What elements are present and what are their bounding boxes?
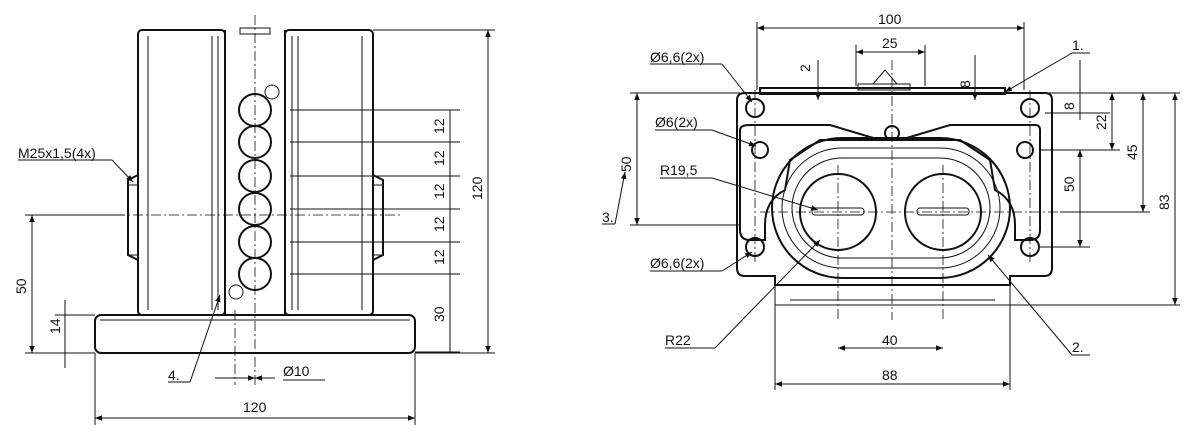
pitch-label-4: 12 — [431, 216, 447, 232]
pitch-label-3: 12 — [431, 183, 447, 199]
pitch-label-1: 12 — [431, 118, 447, 134]
callout-2: 2. — [1072, 339, 1084, 355]
left-cable-gland — [127, 174, 139, 261]
right-cable-gland — [372, 174, 384, 261]
dim-83-label: 83 — [1156, 194, 1172, 210]
dim-22-label: 22 — [1093, 114, 1109, 130]
callout-4: 4. — [168, 367, 180, 383]
dim-50-right-label: 50 — [1061, 176, 1077, 192]
base-height-label: 50 — [13, 278, 29, 294]
pitch-label-2: 12 — [431, 150, 447, 166]
dim-2-label: 2 — [797, 64, 813, 72]
overall-height-label: 120 — [469, 176, 485, 200]
callout-3: 3. — [602, 209, 614, 225]
dim-8-right-label: 8 — [1061, 102, 1077, 110]
pitch-label-5: 12 — [431, 249, 447, 265]
bottom-gap-label: 30 — [431, 306, 447, 322]
radius-large-note: R22 — [665, 332, 691, 348]
inner-chamber — [739, 124, 1041, 241]
left-housing — [137, 29, 226, 316]
thread-note: M25x1,5(4x) — [18, 145, 96, 161]
pin-diameter-label: Ø10 — [283, 363, 310, 379]
slot-width-label: 25 — [882, 35, 898, 51]
front-view: 12 12 12 12 12 12 30 120 50 14 M25x1,5(4… — [13, 15, 495, 425]
side-view: 100 25 2 8 8 50 22 45 83 50 3 — [602, 11, 1180, 390]
switch-stack — [228, 84, 280, 300]
hole-bottom-note: Ø6,6(2x) — [650, 255, 704, 271]
overall-width-label: 120 — [243, 399, 267, 415]
dim-8-top-label: 8 — [957, 80, 973, 88]
top-width-label: 100 — [878, 11, 902, 27]
dim-45-label: 45 — [1124, 144, 1140, 160]
callout-1: 1. — [1072, 37, 1084, 53]
hole-top-note: Ø6,6(2x) — [650, 49, 704, 65]
dim-50-left-label: 50 — [618, 156, 634, 172]
radius-small-note: R19,5 — [660, 162, 698, 178]
stack-dimensions: 12 12 12 12 12 12 30 — [290, 109, 460, 353]
center-distance-label: 40 — [882, 332, 898, 348]
foot-height-label: 14 — [47, 318, 63, 334]
right-housing — [284, 29, 374, 316]
bottom-width-label: 88 — [882, 367, 898, 383]
contact-stadium-outer — [771, 137, 1011, 279]
hole-mid-note: Ø6(2x) — [655, 114, 698, 130]
